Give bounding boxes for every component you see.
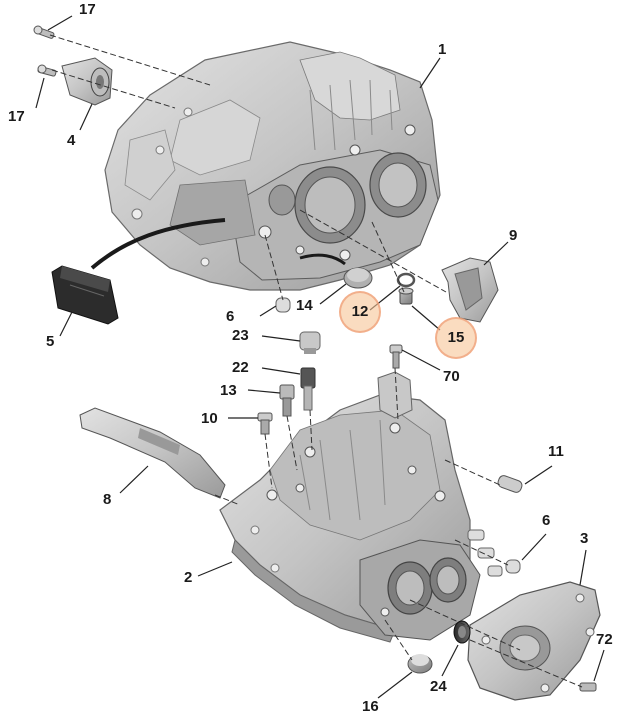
leader-lines [35,15,605,699]
upper-clutch-housing [104,41,441,291]
part-label-11: 11 [548,443,564,460]
highlight-part-15: 15 [435,317,477,359]
dowel-11 [497,475,523,493]
dowel-6-upper [275,297,291,313]
sensor-13 [279,384,295,417]
part-label-13: 13 [220,382,237,399]
bracket-9 [441,257,499,323]
part-label-70: 70 [443,368,460,385]
part-label-3: 3 [580,530,589,547]
seal-16 [407,654,433,674]
part-label-6-lower: 6 [542,512,551,529]
seal-24 [453,620,471,644]
dowel-6-lower [505,559,521,574]
part-label-12: 12 [351,303,369,320]
part-label-8: 8 [103,491,112,508]
part-label-5: 5 [46,333,55,350]
plug-15 [398,287,414,305]
end-cover-3 [467,581,601,701]
highlight-part-12: 12 [339,291,381,333]
sensor-22 [300,367,316,411]
part-label-2: 2 [184,569,193,586]
screw-72 [579,682,597,692]
part-label-22: 22 [232,359,249,376]
screw-10 [257,412,273,435]
cable [90,218,226,270]
part-label-24: 24 [430,678,447,695]
part-label-10: 10 [201,410,218,427]
part-label-1: 1 [438,41,447,58]
rail-8 [79,407,226,499]
part-label-6-upper: 6 [226,308,235,325]
sensor-4 [61,57,113,106]
part-label-17-left: 17 [8,108,25,125]
part-label-9: 9 [509,227,518,244]
screw-17-left [37,64,57,77]
cover-plate-5 [51,265,119,325]
part-label-14: 14 [296,297,313,314]
part-label-17-top: 17 [79,1,96,18]
sensor-23 [299,331,321,354]
plug-14 [343,267,373,289]
part-label-15: 15 [447,329,465,346]
part-label-72: 72 [596,631,613,648]
assembly-lines [49,34,583,688]
part-label-23: 23 [232,327,249,344]
part-label-16: 16 [362,698,379,715]
screw-70 [389,344,403,369]
lower-gearbox-housing [219,371,503,643]
part-label-4: 4 [67,132,76,149]
